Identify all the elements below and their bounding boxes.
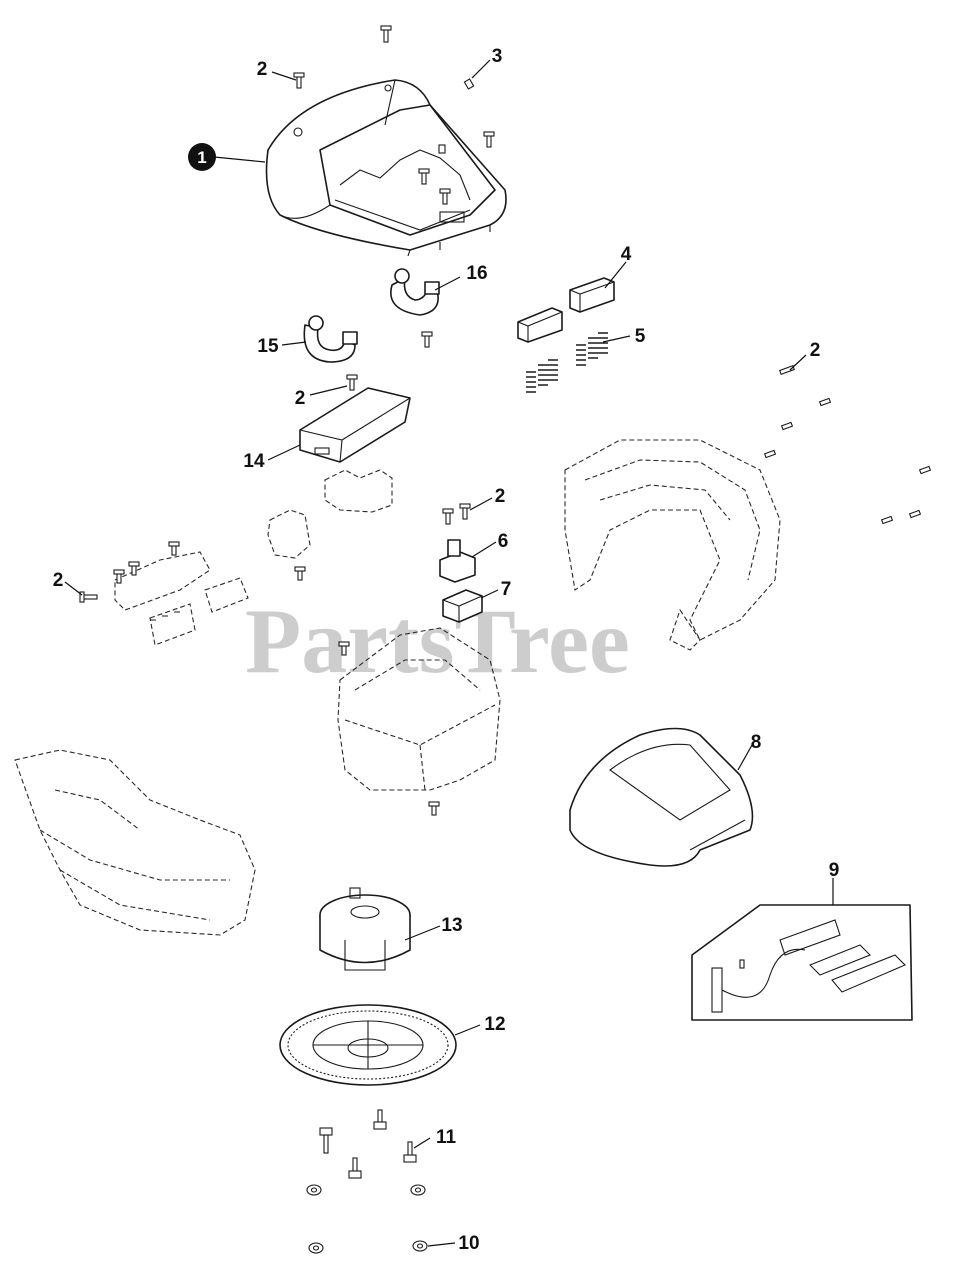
- part-14-battery-pack[interactable]: [299, 387, 411, 463]
- part-16-handle[interactable]: [390, 268, 440, 316]
- callout-3: 3: [492, 46, 503, 67]
- part-13-motor[interactable]: [319, 887, 411, 971]
- bracket-left-cluster: [114, 469, 393, 646]
- part-11-bolt-a[interactable]: [319, 1127, 333, 1154]
- callout-11: 11: [436, 1127, 457, 1148]
- callout-6: 6: [498, 531, 509, 552]
- screw-cover-inner[interactable]: [418, 168, 430, 185]
- screw-left-3[interactable]: [113, 569, 125, 584]
- screw-center-1[interactable]: [338, 641, 350, 656]
- screw-right-5[interactable]: [918, 465, 932, 475]
- part-8-body-shell[interactable]: [569, 727, 754, 867]
- callout-14: 14: [243, 451, 265, 472]
- callout-16: 16: [466, 263, 487, 284]
- screw-2e-b[interactable]: [459, 503, 471, 520]
- screw-right-3[interactable]: [780, 421, 794, 431]
- part-10-nut-a[interactable]: [306, 1184, 322, 1196]
- svg-text:1: 1: [197, 148, 206, 167]
- screw-cover-top[interactable]: [438, 144, 446, 154]
- callout-2-right: 2: [810, 340, 821, 361]
- callout-15: 15: [257, 336, 279, 357]
- part-12-blade-disc[interactable]: [279, 1004, 457, 1086]
- callout-8: 8: [751, 732, 762, 753]
- screw-top-1[interactable]: [380, 25, 392, 43]
- leader-lines: [64, 59, 834, 1247]
- screw-right-2[interactable]: [818, 397, 832, 407]
- callout-13: 13: [441, 915, 462, 936]
- part-9-wiring-kit[interactable]: [691, 904, 913, 1021]
- screw-bracket-bottom[interactable]: [294, 566, 306, 581]
- callout-9: 9: [829, 860, 840, 881]
- screw-center-2[interactable]: [428, 801, 440, 816]
- part-7-switch-housing[interactable]: [442, 589, 483, 623]
- watermark: PartsTree: [245, 590, 630, 692]
- left-chassis-frame: [14, 749, 256, 936]
- part-10-nut-b[interactable]: [410, 1184, 426, 1196]
- part-15-u-handle[interactable]: [303, 315, 358, 363]
- screw-2c[interactable]: [346, 374, 358, 391]
- part-11-bolt-d[interactable]: [348, 1157, 362, 1179]
- set-screw-3[interactable]: [463, 78, 475, 90]
- callout-2-switch: 2: [495, 486, 506, 507]
- part-4-button-cap-a[interactable]: [517, 307, 563, 343]
- callout-5: 5: [635, 326, 646, 347]
- right-chassis-frame: [564, 439, 781, 651]
- screw-2e-a[interactable]: [442, 508, 454, 525]
- part-5-springs-b[interactable]: [576, 332, 608, 366]
- screw-left-2[interactable]: [128, 561, 140, 576]
- screw-2b-right[interactable]: [779, 365, 795, 375]
- screw-cover-inner-2[interactable]: [439, 188, 451, 205]
- part-4-button-cap-b[interactable]: [569, 277, 615, 313]
- callout-10: 10: [458, 1233, 479, 1254]
- screw-mid-1[interactable]: [421, 331, 433, 348]
- part-10-nut-d[interactable]: [412, 1240, 428, 1252]
- screw-right-7[interactable]: [880, 515, 894, 525]
- callout-4: 4: [621, 244, 632, 265]
- center-chassis-frame: [337, 627, 501, 791]
- part-5-springs-a[interactable]: [526, 359, 558, 393]
- screw-2a[interactable]: [293, 72, 305, 89]
- screw-left-1[interactable]: [168, 541, 180, 556]
- part-10-nut-c[interactable]: [308, 1242, 324, 1254]
- screw-right-4[interactable]: [763, 449, 777, 459]
- callout-2-left: 2: [53, 570, 64, 591]
- part-6-switch[interactable]: [439, 539, 476, 583]
- callout-7: 7: [501, 579, 512, 600]
- screw-right-6[interactable]: [908, 509, 922, 519]
- part-11-bolt-b[interactable]: [373, 1109, 387, 1130]
- callout-2-top: 2: [257, 59, 268, 80]
- callout-12: 12: [484, 1014, 505, 1035]
- screw-2d-left[interactable]: [79, 591, 98, 603]
- callout-2-mid: 2: [295, 388, 306, 409]
- part-1-top-cover[interactable]: [265, 79, 507, 257]
- callout-1: 1: [188, 143, 216, 171]
- part-11-bolt-c[interactable]: [403, 1141, 417, 1163]
- screw-right-cover[interactable]: [483, 131, 495, 148]
